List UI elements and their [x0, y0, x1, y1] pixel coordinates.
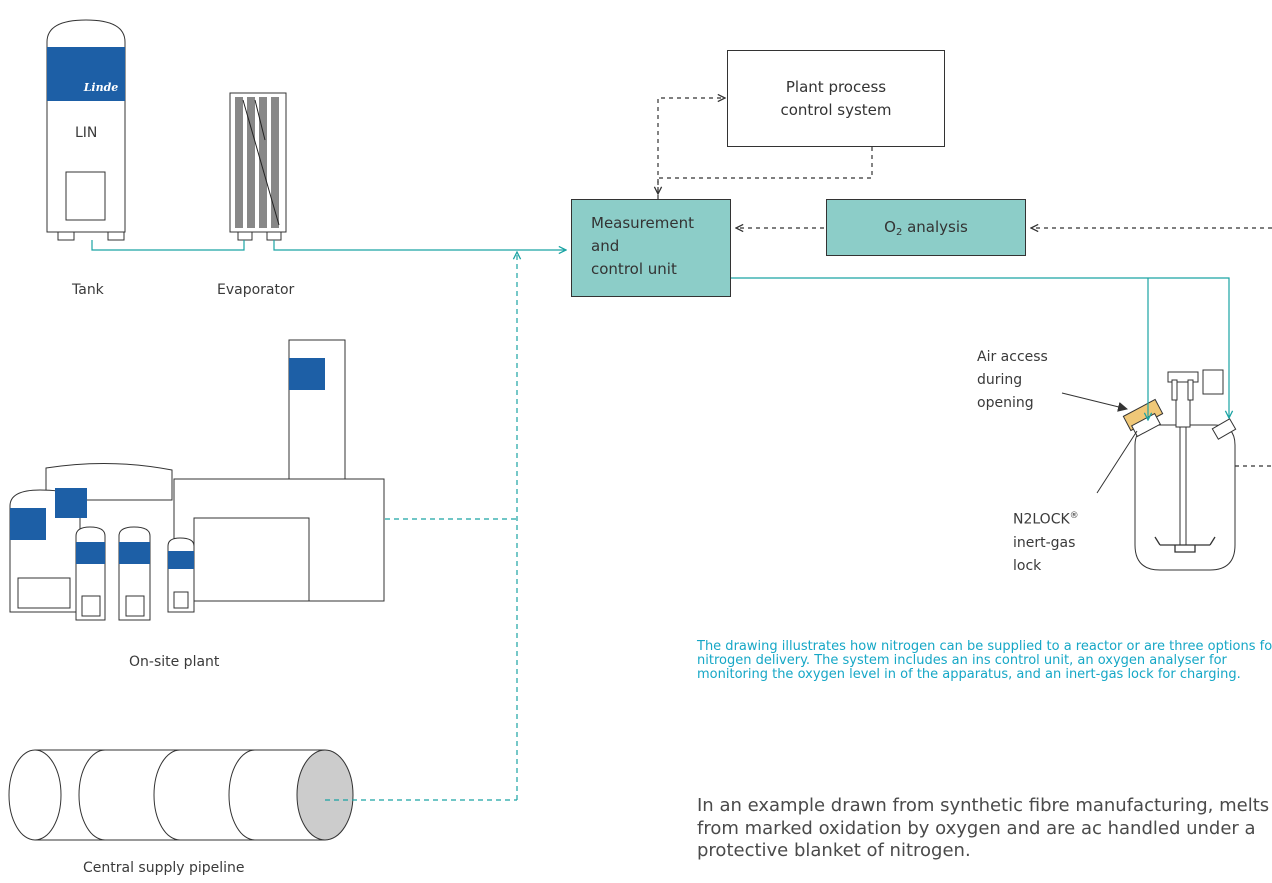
n2lock-pointer	[1096, 430, 1138, 494]
o2-analysis-box: O2 analysis	[826, 199, 1026, 256]
reactor-icon	[1122, 369, 1237, 571]
mcu-to-plant-line	[657, 98, 725, 199]
figure-caption: The drawing illustrates how nitrogen can…	[697, 639, 1272, 682]
evaporator-icon	[229, 92, 287, 241]
mcu-line-1: Measurement	[591, 214, 694, 232]
pipeline-icon	[8, 749, 354, 841]
mcu-to-reactor-line	[731, 277, 1229, 418]
body-paragraph: In an example drawn from synthetic fibre…	[697, 795, 1272, 861]
onsite-plant-label: On-site plant	[129, 654, 220, 670]
tank-icon	[46, 19, 126, 241]
evaporator-label: Evaporator	[217, 282, 295, 298]
tank-label: Tank	[72, 282, 104, 298]
onsite-plant-icon	[9, 339, 385, 621]
evaporator-to-mcu-line	[273, 240, 566, 250]
pipeline-label: Central supply pipeline	[83, 860, 245, 876]
plant-process-control-box: Plant process control system	[727, 50, 945, 147]
plant-to-mcu-line	[658, 147, 873, 194]
tank-to-evaporator-line	[91, 240, 245, 251]
o2-label: O2 analysis	[884, 217, 968, 238]
lin-label: LIN	[75, 125, 98, 141]
measurement-control-unit-box: Measurement and control unit	[571, 199, 731, 297]
plant-box-line-2: control system	[780, 100, 892, 119]
mcu-line-3: control unit	[591, 260, 677, 278]
tank-logo: Linde	[83, 81, 119, 94]
air-access-pointer	[1061, 392, 1128, 412]
mcu-line-2: and	[591, 237, 620, 255]
plant-box-line-1: Plant process	[785, 77, 887, 96]
